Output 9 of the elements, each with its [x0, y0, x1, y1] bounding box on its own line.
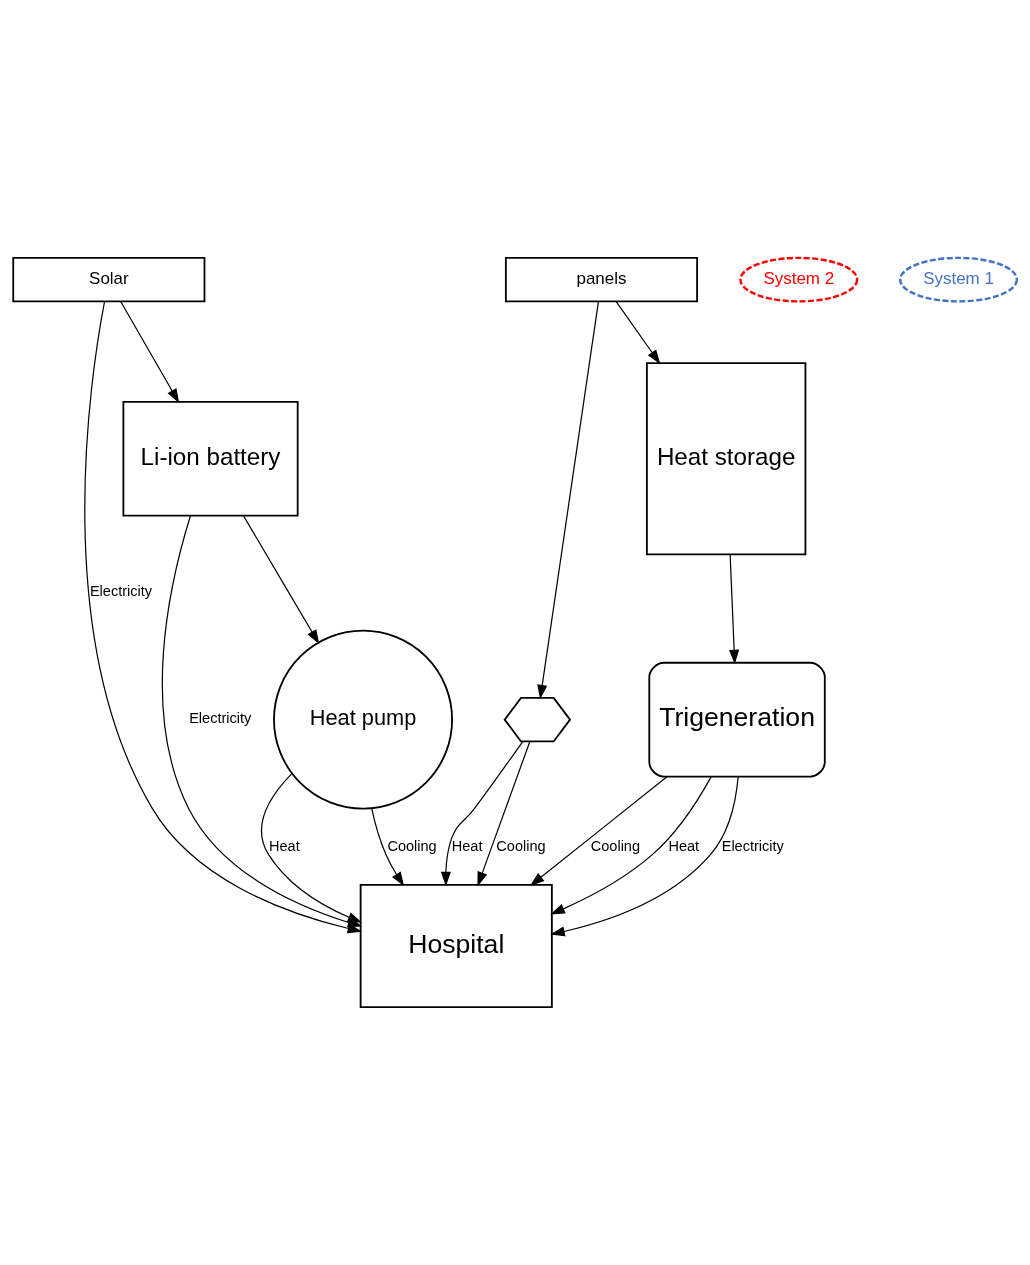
edge-label: Heat [668, 837, 700, 854]
edge-label: Cooling [496, 837, 546, 854]
edge-label: Heat [451, 837, 483, 854]
edge-label: Heat [269, 837, 300, 854]
edge-label: Cooling [387, 837, 437, 854]
edge-label: Electricity [721, 837, 784, 854]
edge-label: Electricity [89, 583, 153, 600]
edge-label: Electricity [189, 710, 252, 727]
edge-label: Cooling [590, 837, 641, 854]
